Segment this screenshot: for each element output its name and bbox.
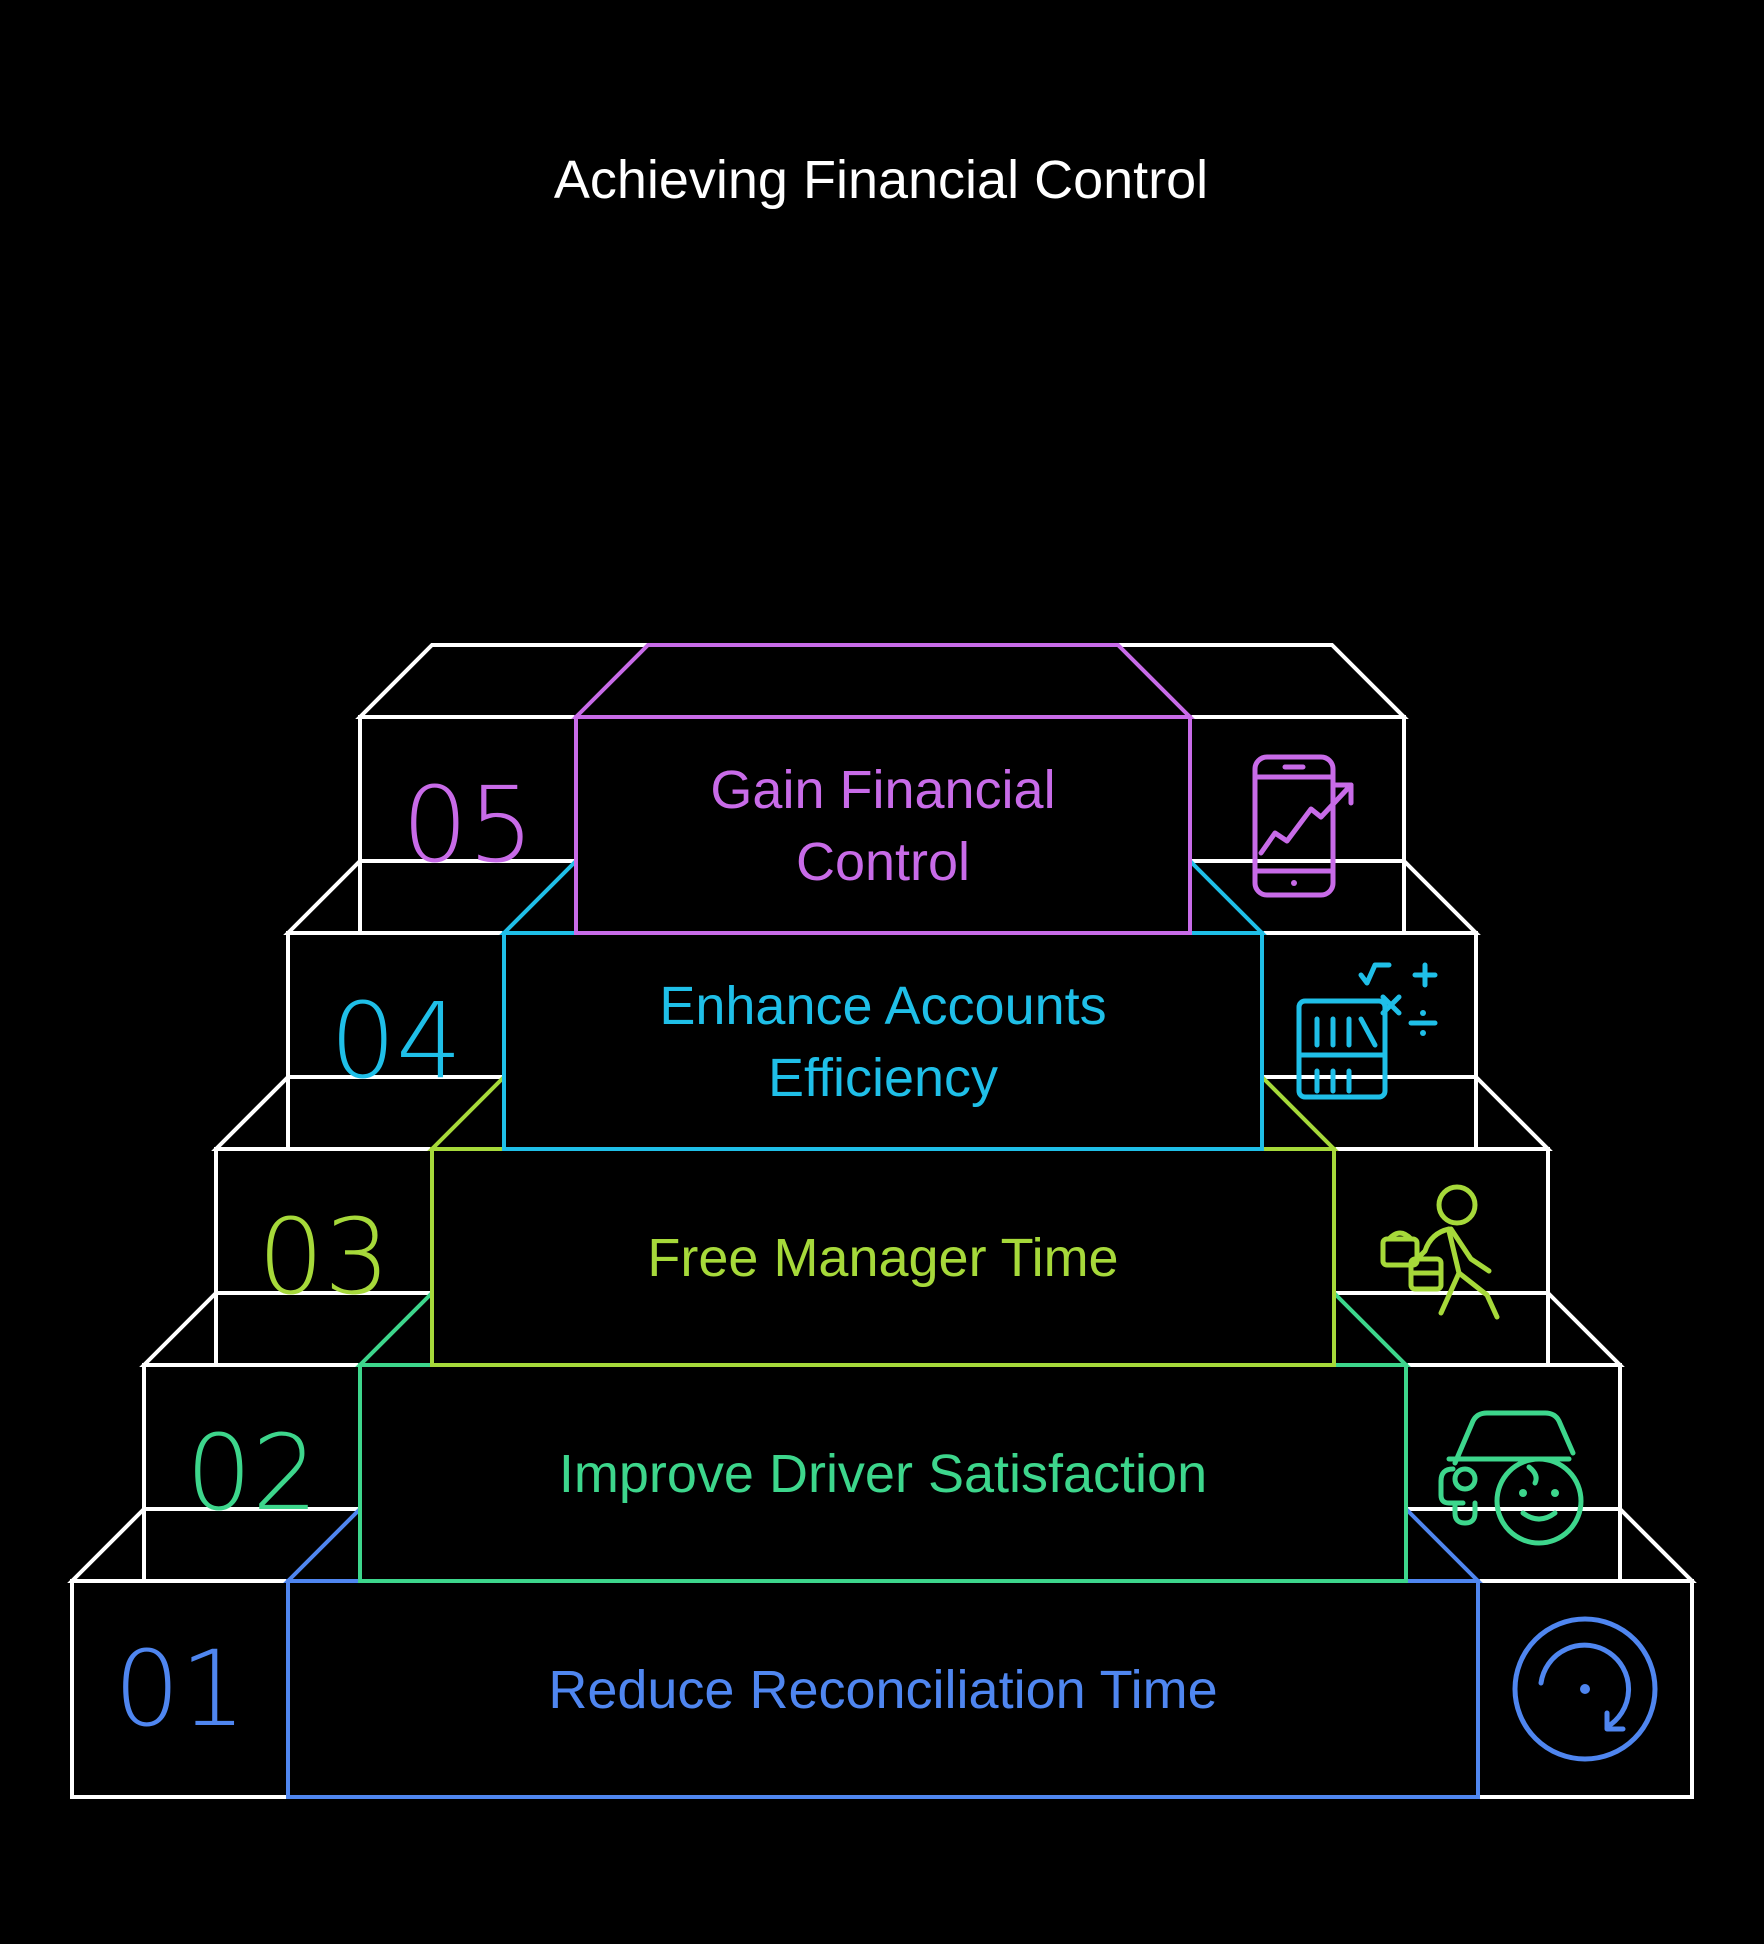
step-4-panel (502, 931, 1264, 1151)
step-2-number: 02 (186, 1412, 318, 1534)
step-5-top (571, 643, 1195, 719)
walking-person-with-bags-icon (1380, 1184, 1500, 1320)
step-1-label: Reduce Reconciliation Time (548, 1660, 1217, 1720)
step-4-label: Enhance Accounts (659, 976, 1106, 1036)
step-1-number: 01 (114, 1628, 246, 1750)
step-5-number: 05 (402, 764, 534, 886)
step-3-number: 03 (258, 1196, 390, 1318)
step-list: 01 Reduce Reconciliation Time 02 Improve Dr… (114, 643, 1658, 1799)
step-3-label: Free Manager Time (647, 1228, 1118, 1288)
clock-arrow-icon (1512, 1616, 1658, 1762)
step-4-label: Efficiency (768, 1048, 998, 1108)
diagram-title: Achieving Financial Control (554, 150, 1208, 210)
car-smiley-icon (1438, 1410, 1584, 1546)
calculator-chart-icon (1296, 962, 1438, 1100)
step-4-number: 04 (330, 980, 462, 1102)
phone-growth-chart-icon (1252, 754, 1354, 898)
step-2-label: Improve Driver Satisfaction (559, 1444, 1207, 1504)
step-5-label: Control (796, 832, 970, 892)
step-3-panel (430, 1147, 1336, 1367)
step-5-label: Gain Financial (710, 760, 1055, 820)
step-5-panel (574, 715, 1192, 935)
step-2-panel (358, 1363, 1408, 1583)
step-1-panel (286, 1579, 1480, 1799)
